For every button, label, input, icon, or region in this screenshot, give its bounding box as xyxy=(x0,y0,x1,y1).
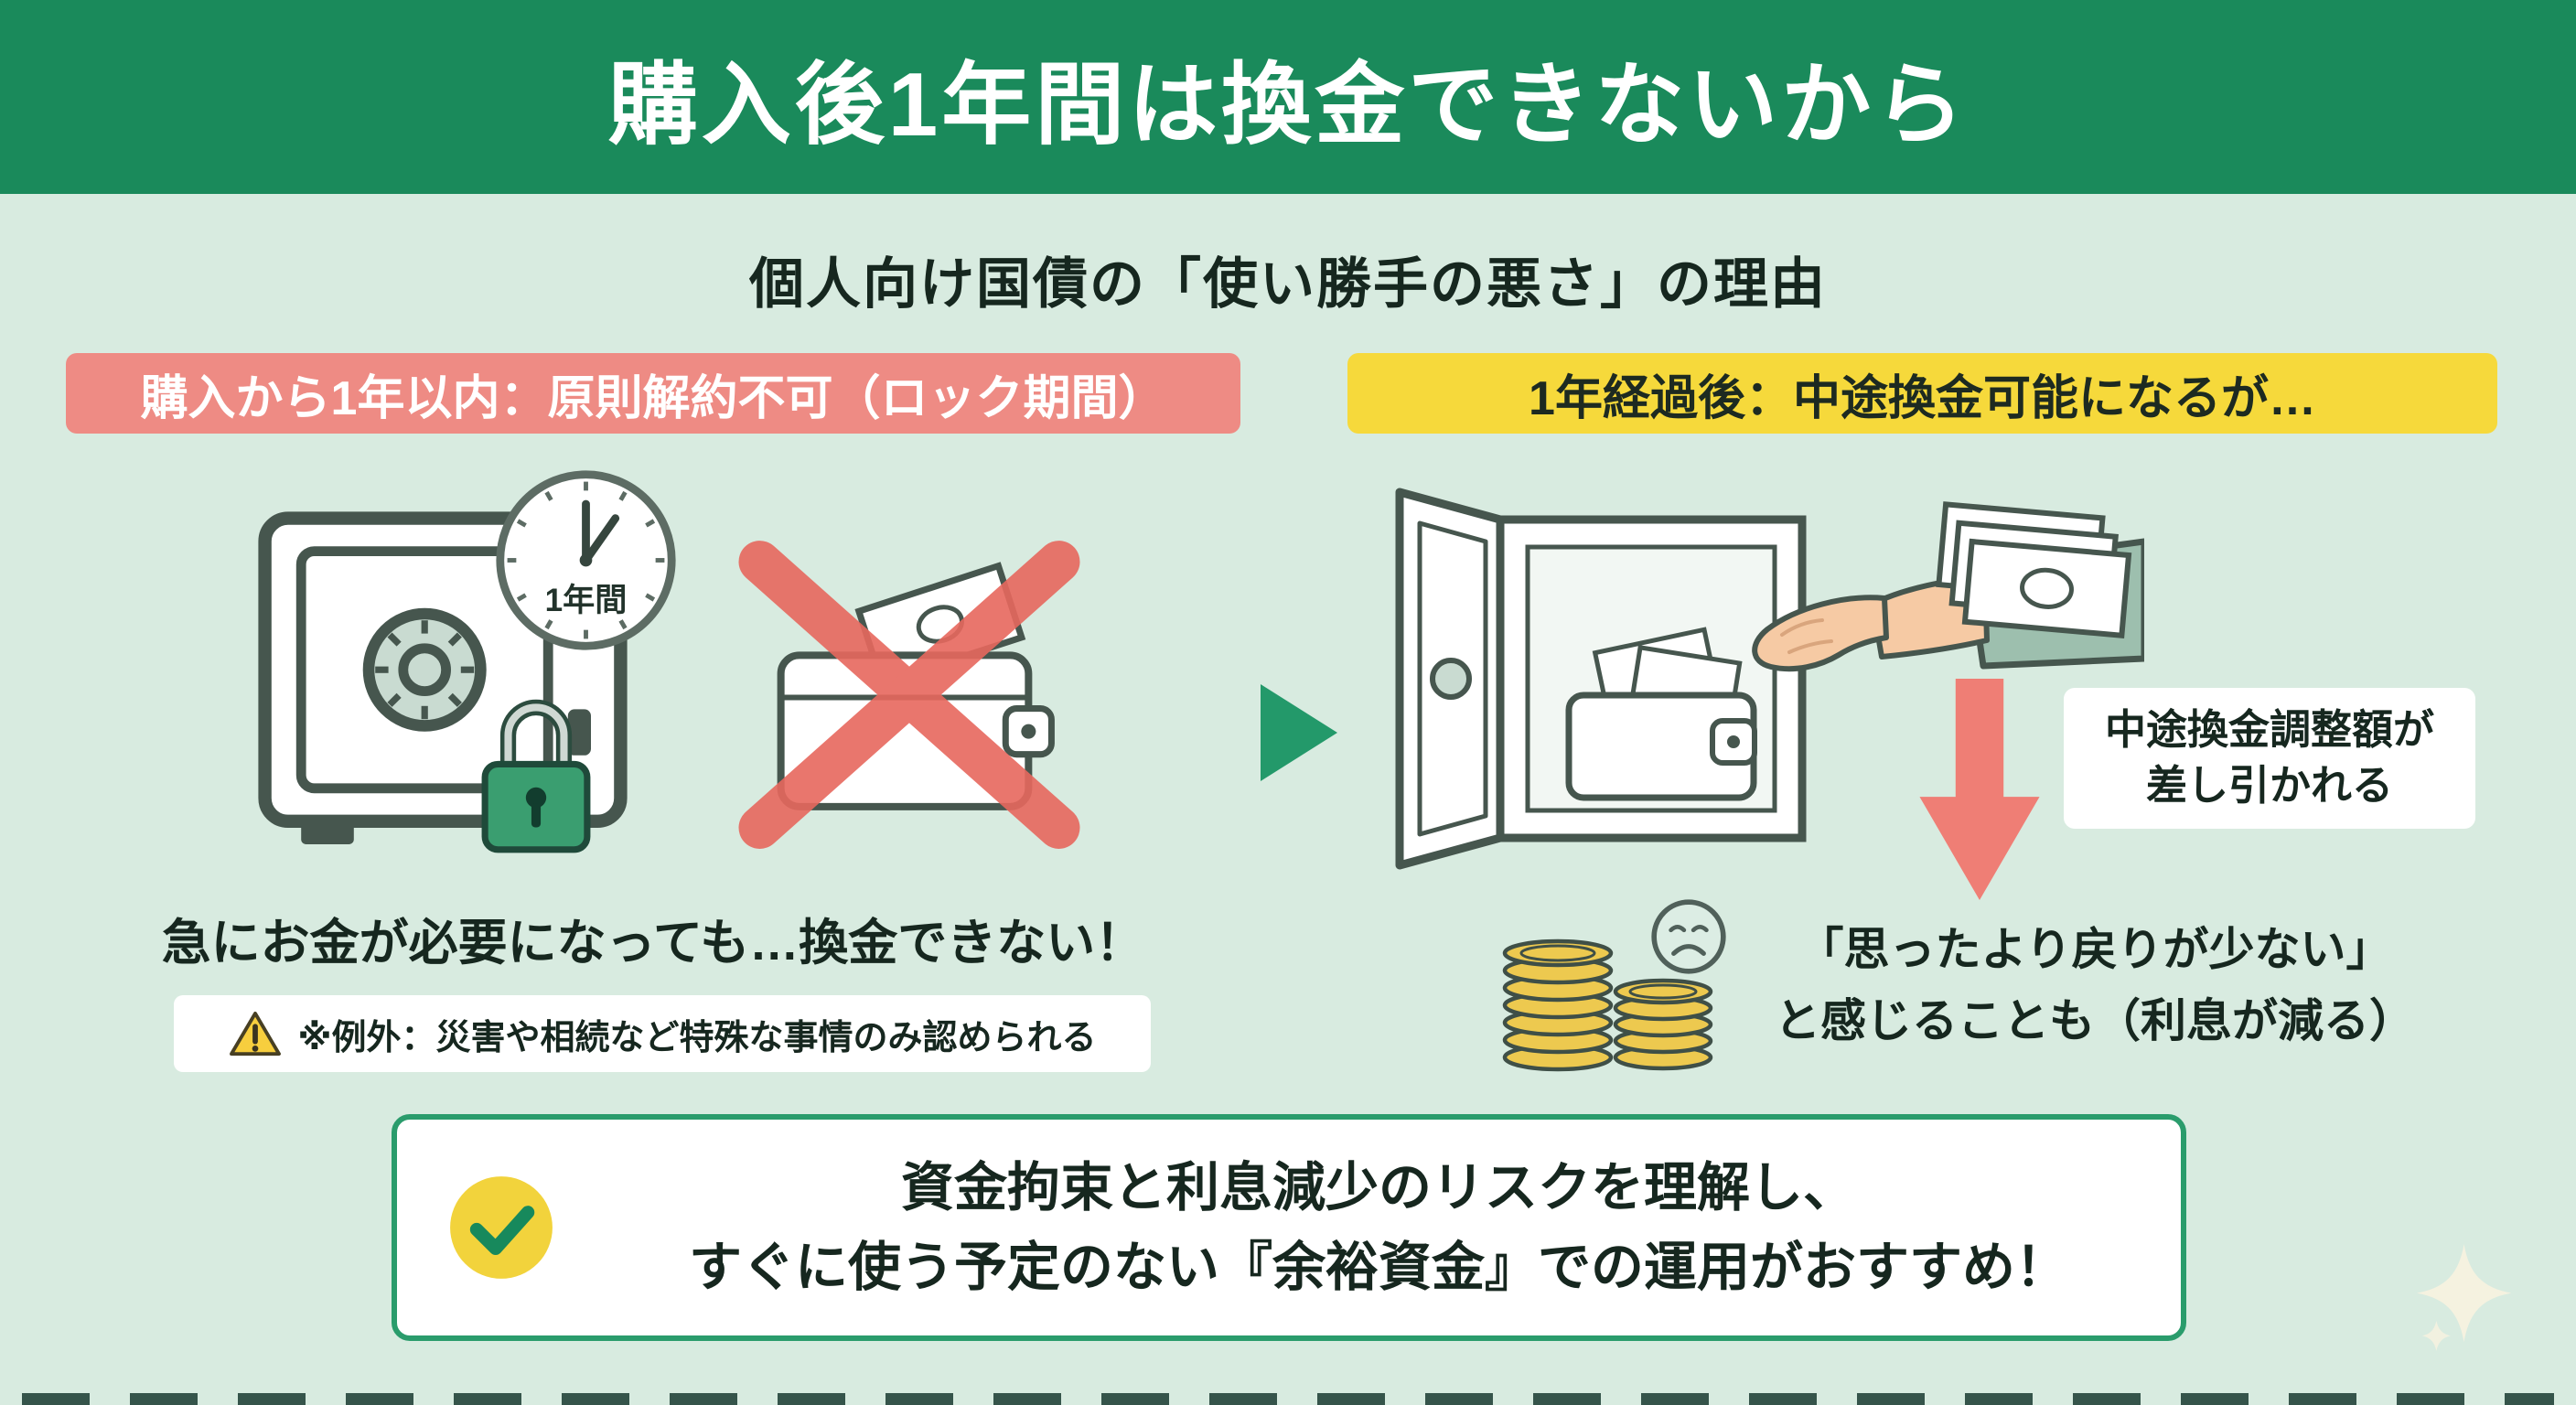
warning-icon xyxy=(229,1011,281,1056)
check-icon xyxy=(450,1176,553,1279)
deduction-line2: 差し引かれる xyxy=(2145,762,2393,809)
exception-note-box: ※例外：災害や相続など特殊な事情のみ認められる xyxy=(174,995,1151,1072)
clock-label: 1年間 xyxy=(545,583,628,618)
bottom-cutoff-edge xyxy=(22,1393,2554,1405)
sad-face-icon xyxy=(1651,899,1726,974)
summary-box: 資金拘束と利息減少のリスクを理解し、 すぐに使う予定のない『余裕資金』での運用が… xyxy=(392,1114,2186,1341)
deduction-line1: 中途換金調整額が xyxy=(2104,706,2434,754)
lock-period-badge: 購入から1年以内：原則解約不可（ロック期間） xyxy=(66,353,1240,434)
deduction-note-box: 中途換金調整額が 差し引かれる xyxy=(2064,688,2475,829)
right-arrow-icon xyxy=(1261,684,1337,781)
exception-note-text: ※例外：災害や相続など特殊な事情のみ認められる xyxy=(297,1018,1097,1057)
one-year-clock-icon: 1年間 xyxy=(496,470,676,650)
sparkle-icon xyxy=(2416,1244,2512,1351)
red-cross-icon xyxy=(738,541,1080,849)
left-caption: 急にお金が必要になっても…換金できない！ xyxy=(161,916,1145,971)
subtitle: 個人向け国債の「使い勝手の悪さ」の理由 xyxy=(749,253,1827,315)
summary-line1: 資金拘束と利息減少のリスクを理解し、 xyxy=(900,1158,1856,1217)
coin-stacks-icon xyxy=(1502,938,1713,1072)
after-one-year-badge: 1年経過後：中途換金可能になるが… xyxy=(1347,353,2497,434)
right-caption: 「思ったより戻りが少ない」 と感じることも（利息が減る） xyxy=(1775,915,2415,1056)
wallet-no-cash-icon xyxy=(738,541,1080,849)
open-safe-hand-money-icon xyxy=(1395,488,2144,870)
lock-icon xyxy=(481,699,591,853)
right-caption-line2: と感じることも（利息が減る） xyxy=(1775,994,2415,1046)
page-title: 購入後1年間は換金できないから xyxy=(607,54,1969,155)
right-caption-line1: 「思ったより戻りが少ない」 xyxy=(1798,924,2392,975)
summary-text: 資金拘束と利息減少のリスクを理解し、 すぐに使う予定のない『余裕資金』での運用が… xyxy=(613,1148,2144,1307)
cash-bills-icon xyxy=(1936,501,2132,638)
deduction-down-arrow-icon xyxy=(1919,679,2040,900)
header-band: 購入後1年間は換金できないから xyxy=(0,0,2576,194)
summary-line2: すぐに使う予定のない『余裕資金』での運用がおすすめ！ xyxy=(688,1238,2068,1297)
